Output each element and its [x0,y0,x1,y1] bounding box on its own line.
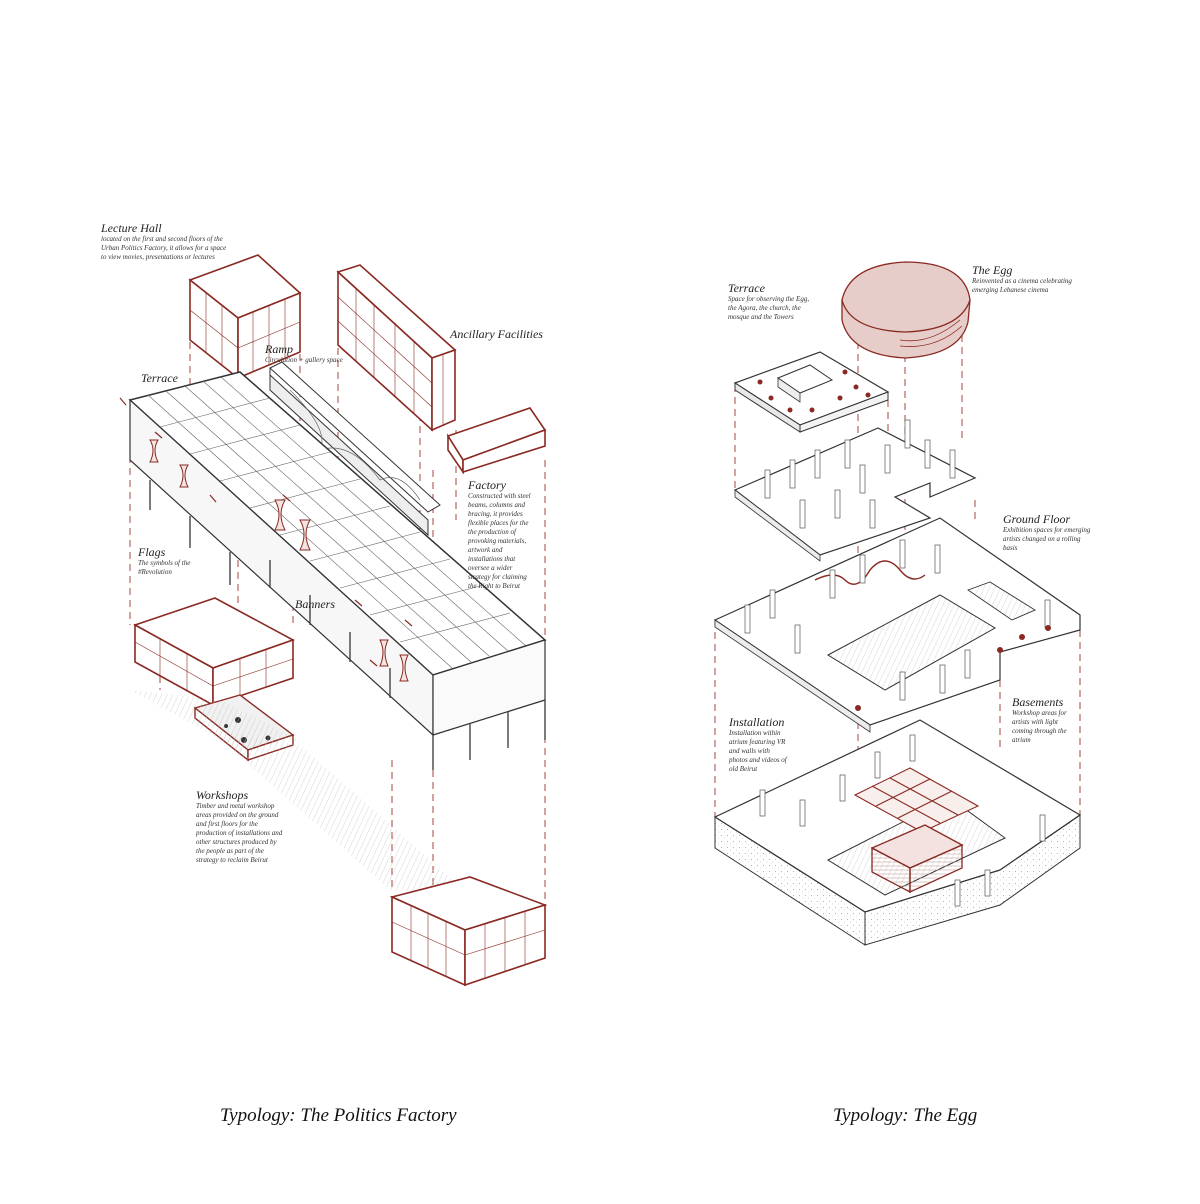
ground-floor-desc-2: artists changed on a rolling [1003,535,1081,543]
installation-label: Installation Installation within atrium … [729,716,819,774]
lecture-hall-title: Lecture Hall [101,221,162,235]
flags-desc-1: The symbols of the [138,559,191,567]
factory-small-box [446,407,547,475]
ground-box [389,876,548,987]
egg-basement [713,719,1082,946]
workshops-desc-4: production of installations and [196,829,283,837]
workshops-desc-3: and first floors for the [196,820,258,828]
lecture-hall-desc-2: Urban Politics Factory, it allows for a … [101,244,227,252]
factory-desc-3: bracing, it provides [468,510,523,518]
factory-desc-6: provoking materials, [468,537,527,545]
installation-desc-3: and walls with [729,747,770,755]
workshop-upper-box [133,597,295,707]
workshops-desc-1: Timber and metal workshop [196,802,275,810]
workshops-label: Workshops Timber and metal workshop area… [196,789,326,865]
factory-desc-4: flexible places for the [468,519,529,527]
egg-caption: Typology: The Egg [833,1105,978,1126]
ramp [269,361,441,537]
flags-label: Flags The symbols of the #Revolution [138,546,218,577]
installation-desc-4: photos and videos of [729,756,787,764]
installation-desc-5: old Beirut [729,765,758,773]
basements-desc-4: atrium [1012,736,1031,744]
egg-title: The Egg [972,263,1013,277]
flags-desc-2: #Revolution [138,568,172,576]
left-ground-shadow [210,730,470,895]
factory-title: Factory [468,478,506,492]
installation-title: Installation [729,715,785,729]
left-ground-shadow-2 [130,690,300,750]
terrace-label-left: Terrace [141,372,201,385]
ground-floor-title: Ground Floor [1003,512,1071,526]
egg-ground-floor [713,517,1081,733]
terrace-desc-2: the Agora, the church, the [728,304,801,312]
egg-drawing [713,261,1082,946]
terrace-desc-1: Space for observing the Egg, [728,295,810,303]
egg-desc-1: Reinvented as a cinema celebrating [972,277,1072,285]
lecture-hall-desc-3: to view movies, presentations or lecture… [101,253,215,261]
egg-terrace-plate [733,351,890,433]
installation-desc-1: Installation within [729,729,781,737]
terrace-desc-3: mosque and the Towers [728,313,794,321]
factory-desc-7: artwork and [468,546,503,554]
workshops-desc-7: strategy to reclaim Beirut [196,856,268,864]
basements-desc-2: artists with light [1012,718,1058,726]
basements-desc-3: coming through the [1012,727,1067,735]
workshops-desc-6: the people as part of the [196,847,264,855]
factory-desc-10: strategy for claiming [468,573,527,581]
factory-desc-11: the Right to Beirut [468,582,520,590]
workshops-title: Workshops [196,788,249,802]
workshops-desc-2: areas provided on the ground [196,811,279,819]
ground-floor-desc-1: Exhibition spaces for emerging [1003,526,1091,534]
installation-desc-2: atrium featuring VR [729,738,786,746]
egg-desc-2: emerging Lebanese cinema [972,286,1049,294]
basements-desc-1: Workshop areas for [1012,709,1067,717]
ramp-label: Ramp Circulation + gallery space [265,343,385,365]
ancillary-title: Ancillary Facilities [450,327,543,341]
ground-floor-label: Ground Floor Exhibition spaces for emerg… [1003,513,1123,553]
factory-label: Factory Constructed with steel beams, co… [468,479,553,591]
egg-label: The Egg Reinvented as a cinema celebrati… [972,264,1122,295]
basements-label: Basements Workshop areas for artists wit… [1012,696,1102,745]
politics-factory-caption: Typology: The Politics Factory [220,1105,457,1126]
factory-desc-1: Constructed with steel [468,492,531,500]
basements-title: Basements [1012,695,1064,709]
factory-desc-8: installations that [468,555,516,563]
flags-title: Flags [138,545,166,559]
terrace-title-left: Terrace [141,371,178,385]
lecture-hall-box [188,254,302,380]
terrace-title-right: Terrace [728,281,765,295]
ramp-title: Ramp [265,342,293,356]
banners-label: Banners [295,598,365,611]
terrace-label-right: Terrace Space for observing the Egg, the… [728,282,838,322]
factory-frame [119,371,547,770]
factory-desc-5: the production of [468,528,516,536]
ancillary-label: Ancillary Facilities [450,328,560,341]
lecture-hall-label: Lecture Hall located on the first and se… [101,222,261,262]
workshops-desc-5: other structures produced by [196,838,277,846]
banners-title: Banners [295,597,335,611]
factory-desc-9: oversee a wider [468,564,513,572]
factory-desc-2: beams, columns and [468,501,525,509]
lecture-hall-desc-1: located on the first and second floors o… [101,235,223,243]
egg-first-floor [733,419,977,562]
ground-floor-desc-3: basis [1003,544,1018,552]
ancillary-facilities-box [336,264,457,432]
ramp-desc: Circulation + gallery space [265,356,343,364]
politics-factory-drawing [119,254,548,987]
egg-volume [841,261,971,359]
